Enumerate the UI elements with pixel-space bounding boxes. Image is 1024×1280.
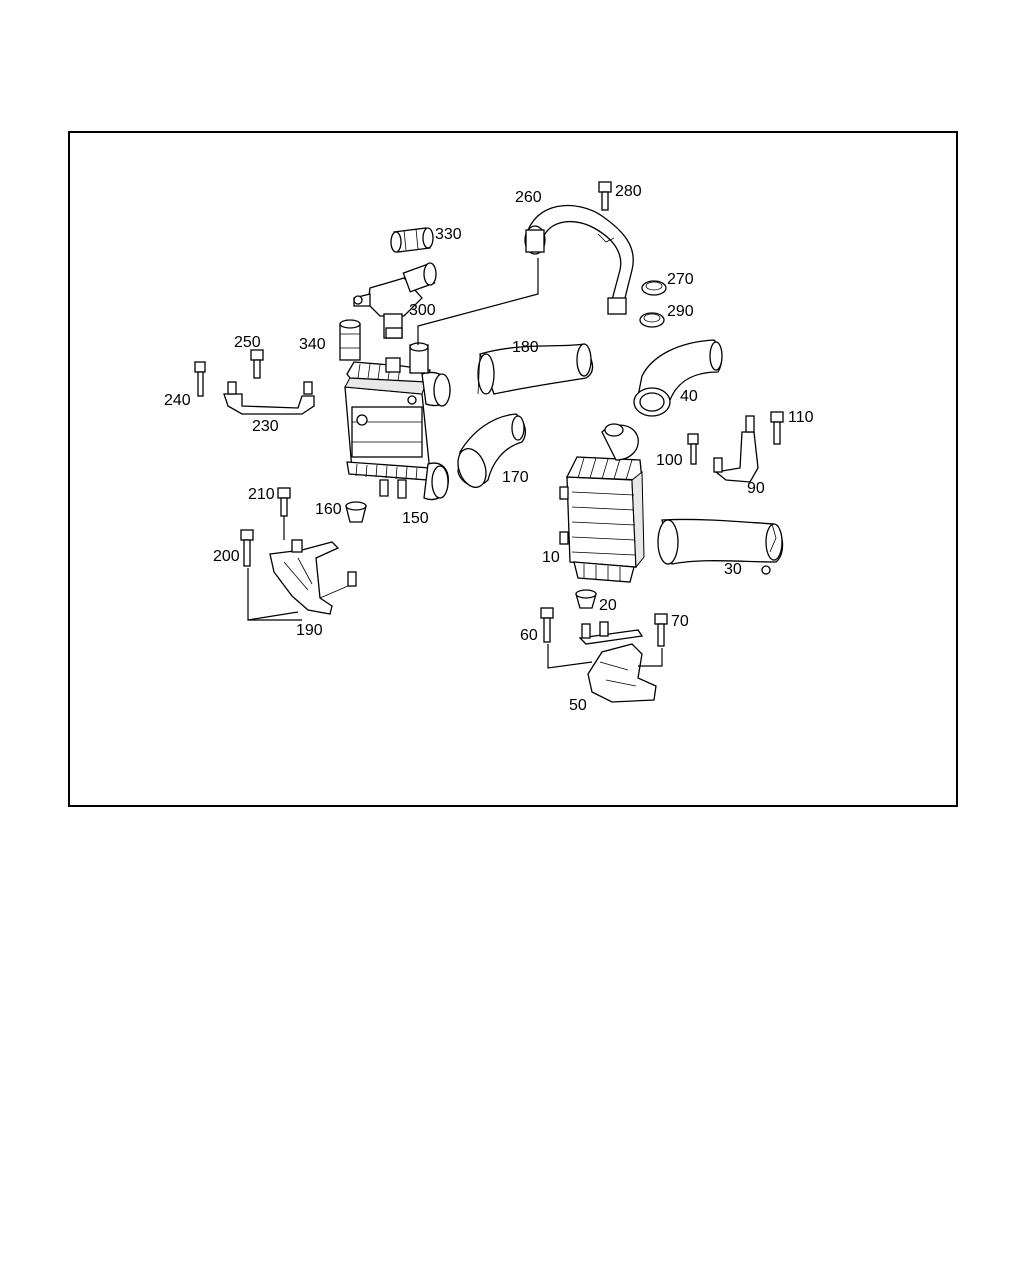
- bolt-250: [250, 349, 264, 379]
- label-210: 210: [248, 486, 275, 503]
- hose-30: [657, 518, 784, 575]
- label-100: 100: [656, 452, 683, 469]
- label-90: 90: [747, 480, 765, 497]
- bolt-200: [240, 529, 254, 567]
- label-250: 250: [234, 334, 261, 351]
- label-150: 150: [402, 510, 429, 527]
- label-270: 270: [667, 271, 694, 288]
- intercooler-left: [344, 342, 451, 501]
- label-240: 240: [164, 392, 191, 409]
- label-300: 300: [409, 302, 436, 319]
- label-200: 200: [213, 548, 240, 565]
- label-160: 160: [315, 501, 342, 518]
- hose-260: [524, 205, 634, 315]
- label-50: 50: [569, 697, 587, 714]
- stud-100: [687, 433, 699, 465]
- diagram-frame: 10 20 30 40 50 60 70 90 100 110 150 160 …: [68, 131, 958, 807]
- label-170: 170: [502, 469, 529, 486]
- bolt-210: [277, 487, 291, 517]
- connector-300: [353, 262, 437, 339]
- label-180: 180: [512, 339, 539, 356]
- label-230: 230: [252, 418, 279, 435]
- clamp-270: [641, 280, 667, 296]
- bracket-50: [578, 621, 657, 703]
- hose-180: [477, 343, 594, 395]
- exploded-parts-diagram: 10 20 30 40 50 60 70 90 100 110 150 160 …: [164, 181, 814, 714]
- intercooler-right: [559, 423, 645, 583]
- bolt-110: [770, 411, 784, 445]
- stud-240: [194, 361, 206, 397]
- label-260: 260: [515, 189, 542, 206]
- sleeve-330: [390, 227, 434, 253]
- hose-40: [633, 339, 723, 417]
- label-70: 70: [671, 613, 689, 630]
- tube-340: [339, 319, 361, 361]
- bracket-230: [223, 381, 315, 415]
- nut-160: [345, 501, 367, 523]
- nut-20: [575, 589, 597, 609]
- leader-lines: [247, 258, 663, 669]
- label-110: 110: [788, 409, 814, 426]
- clamp-290: [639, 312, 665, 328]
- label-40: 40: [680, 388, 698, 405]
- label-340: 340: [299, 336, 326, 353]
- bracket-190: [269, 539, 357, 615]
- bolt-280: [598, 181, 612, 211]
- bracket-90: [713, 415, 759, 483]
- part-labels: 10 20 30 40 50 60 70 90 100 110 150 160 …: [164, 183, 814, 714]
- label-60: 60: [520, 627, 538, 644]
- hose-170: [457, 413, 527, 488]
- bolt-70: [654, 613, 668, 647]
- label-290: 290: [667, 303, 694, 320]
- label-330: 330: [435, 226, 462, 243]
- label-280: 280: [615, 183, 642, 200]
- label-20: 20: [599, 597, 617, 614]
- label-10: 10: [542, 549, 560, 566]
- bolt-60: [540, 607, 554, 643]
- label-30: 30: [724, 561, 742, 578]
- label-190: 190: [296, 622, 323, 639]
